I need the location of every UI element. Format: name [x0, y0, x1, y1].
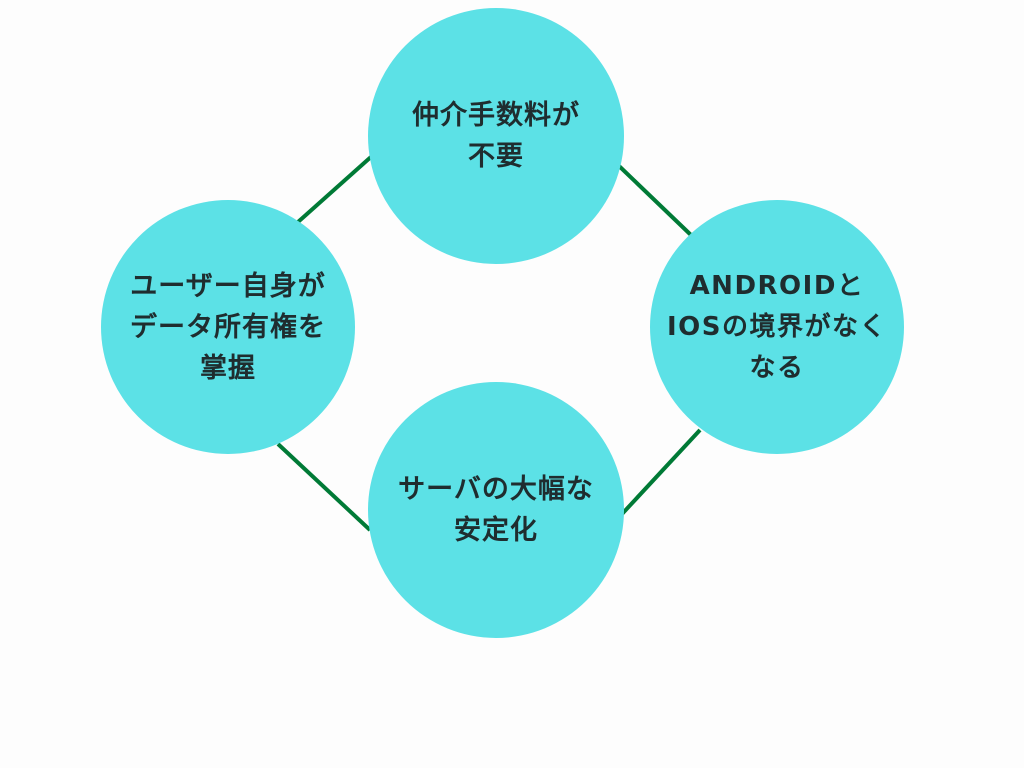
node-server-stability: サーバの大幅な 安定化: [368, 382, 624, 638]
node-label: 仲介手数料が 不要: [412, 100, 580, 172]
node-label: ユーザー自身が データ所有権を 掌握: [130, 270, 326, 384]
node-no-commission: 仲介手数料が 不要: [368, 8, 624, 264]
connector-left-top: [296, 154, 374, 224]
connector-top-right: [616, 163, 694, 238]
connector-bottom-left: [276, 442, 372, 532]
node-label: ANDROIDと IOSの境界がなく なる: [666, 270, 887, 383]
node-label: サーバの大幅な 安定化: [398, 474, 594, 546]
node-platform-boundary: ANDROIDと IOSの境界がなく なる: [650, 200, 904, 454]
connector-right-bottom: [620, 428, 702, 516]
node-user-data-ownership: ユーザー自身が データ所有権を 掌握: [101, 200, 355, 454]
